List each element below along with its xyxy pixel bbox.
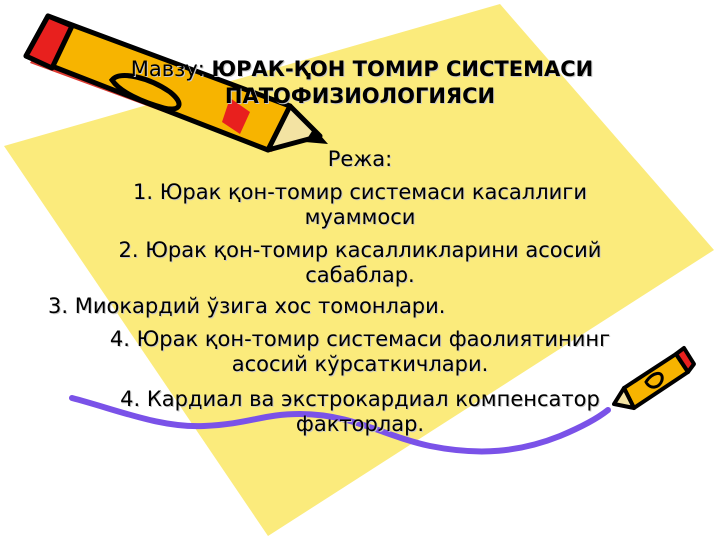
plan-item-4-line-1: 4. Юрак қон-томир системаси фаолиятининг [109,327,611,351]
title-main-line-2: ПАТОФИЗИОЛОГИЯСИ [224,84,496,108]
title-main-line-1: ЮРАК-ҚОН ТОМИР СИСТЕМАСИ [211,57,594,81]
plan-item-2-line-2: сабаблар. [305,263,415,287]
title-line-1: Мавзу: ЮРАК-ҚОН ТОМИР СИСТЕМАСИ [2,57,720,81]
plan-item-2-line-1: 2. Юрак қон-томир касалликларини асосий [118,238,602,262]
plan-item-1-line-1: 1. Юрак қон-томир системаси касаллиги [133,180,587,204]
plan-item-5-line-2: факторлар. [295,412,425,436]
plan-item-3-line-1: 3. Миокардий ўзига хос томонлари. [48,294,446,318]
plan-item-1-line-2: муаммоси [304,205,416,229]
yellow-paper-shape [4,4,714,536]
plan-heading: Режа: [327,147,393,171]
plan-item-5-line-1: 4. Кардиал ва экстрокардиал компенсатор [120,387,600,411]
plan-item-4-line-2: асосий кўрсаткичлари. [231,352,489,376]
title-prefix: Мавзу: [130,57,205,81]
small-pencil-icon [612,346,696,410]
large-pencil-icon [23,13,328,153]
purple-underline-stroke [69,395,611,455]
